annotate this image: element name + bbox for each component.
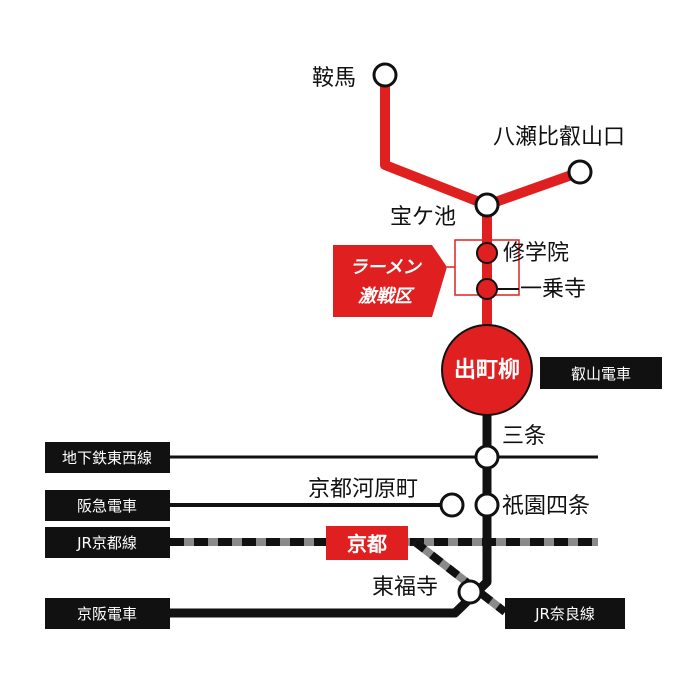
station-yase-marker[interactable] (567, 159, 593, 185)
station-kawaramachi-marker[interactable] (439, 492, 465, 518)
station-ichijoji-label: 一乗寺 (520, 277, 586, 302)
line-tag-keihan-label: 京阪電車 (77, 605, 137, 623)
station-kyoto-label: 京都 (347, 532, 387, 556)
station-takaragaike-marker[interactable] (474, 192, 500, 218)
line-tag-jr-nara: JR奈良線 (505, 598, 625, 629)
eizan-line (380, 75, 582, 340)
station-sanjo-marker[interactable] (474, 444, 500, 470)
line-tag-jr-kyoto-label: JR京都線 (76, 534, 137, 552)
station-kurama-marker[interactable] (372, 62, 398, 88)
promo-line2: 激戦区 (358, 286, 415, 307)
station-kyoto[interactable]: 京都 (326, 526, 408, 560)
station-shugakuin-marker[interactable] (476, 242, 498, 264)
line-tag-keihan: 京阪電車 (45, 598, 170, 629)
promo-line1: ラーメン (349, 257, 422, 278)
line-tag-eizan: 叡山電車 (540, 357, 662, 389)
station-kawaramachi-label: 京都河原町 (308, 477, 418, 502)
ramen-promo-banner: ラーメン 激戦区 (333, 245, 447, 317)
line-tag-hankyu-label: 阪急電車 (77, 497, 137, 515)
station-demachiyanagi-label: 出町柳 (454, 357, 520, 383)
station-ichijoji-marker[interactable] (476, 278, 498, 300)
line-tag-jr-kyoto: JR京都線 (45, 527, 170, 558)
jr-nara-line (412, 538, 508, 616)
station-sanjo-label: 三条 (502, 424, 546, 449)
line-tag-tozai-label: 地下鉄東西線 (62, 449, 152, 467)
station-shugakuin-label: 修学院 (503, 241, 569, 266)
station-yase-label: 八瀬比叡山口 (493, 125, 625, 150)
line-tag-jr-nara-label: JR奈良線 (534, 605, 595, 623)
station-tofukuji-label: 東福寺 (372, 575, 438, 600)
station-kurama-label: 鞍馬 (312, 66, 356, 91)
station-takaragaike-label: 宝ケ池 (390, 205, 456, 230)
line-tag-tozai: 地下鉄東西線 (45, 442, 170, 473)
station-demachiyanagi[interactable]: 出町柳 (441, 324, 533, 416)
station-gionshijo-label: 祇園四条 (502, 494, 590, 519)
station-tofukuji-marker[interactable] (457, 579, 483, 605)
line-tag-hankyu: 阪急電車 (45, 490, 170, 521)
line-tag-eizan-label: 叡山電車 (571, 365, 631, 383)
station-gionshijo-marker[interactable] (474, 492, 500, 518)
